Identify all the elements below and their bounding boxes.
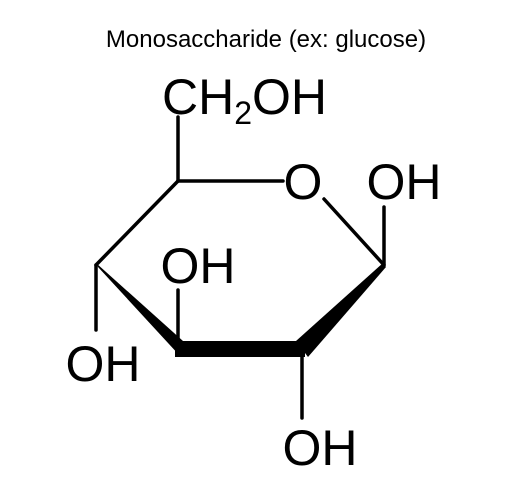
diagram-title: Monosaccharide (ex: glucose): [106, 26, 426, 53]
bold-bond-c3-c2: [175, 341, 305, 357]
c3-hydroxyl-label: OH: [161, 238, 236, 294]
bond-c5-c4: [94, 179, 180, 267]
ch2oh-c-label: CH: [162, 69, 234, 125]
wedge-c2-c1: [296, 263, 386, 357]
ch2oh-group: CH2OH: [162, 69, 327, 131]
ch2oh-oh-label: OH: [252, 69, 327, 125]
c2-hydroxyl-label: OH: [283, 420, 358, 476]
ch2oh-subscript: 2: [234, 95, 252, 131]
c1-hydroxyl-label: OH: [367, 154, 442, 210]
bond-ring-oxygen-c1: [322, 197, 386, 267]
wedge-c4-c3: [96, 263, 183, 356]
c4-hydroxyl-label: OH: [66, 336, 141, 392]
ring-oxygen-label: O: [284, 154, 323, 210]
wedge-bonds: [96, 263, 386, 357]
